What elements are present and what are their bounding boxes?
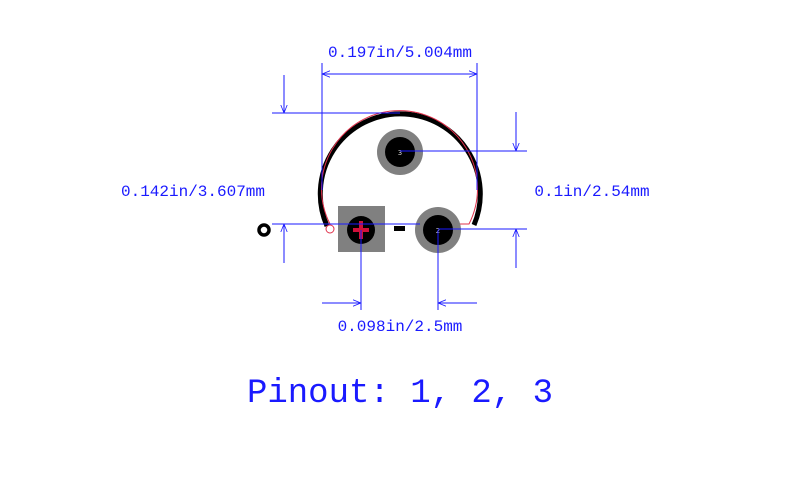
pad-3-label: 3 xyxy=(398,149,402,157)
pin-row-offset-label: 0.1in/2.54mm xyxy=(534,183,649,201)
pinout-title: Pinout: 1, 2, 3 xyxy=(247,375,553,413)
width-dimension-label: 0.197in/5.004mm xyxy=(328,44,472,62)
height-dimension-label: 0.142in/3.607mm xyxy=(121,183,265,201)
pin-pitch-label: 0.098in/2.5mm xyxy=(338,318,463,336)
minus-polarity-icon xyxy=(394,226,405,231)
pad-3: 3 xyxy=(377,129,423,175)
pin1-indicator-dot xyxy=(257,223,271,237)
origin-marker xyxy=(325,224,335,234)
dimension-lines xyxy=(272,63,527,310)
